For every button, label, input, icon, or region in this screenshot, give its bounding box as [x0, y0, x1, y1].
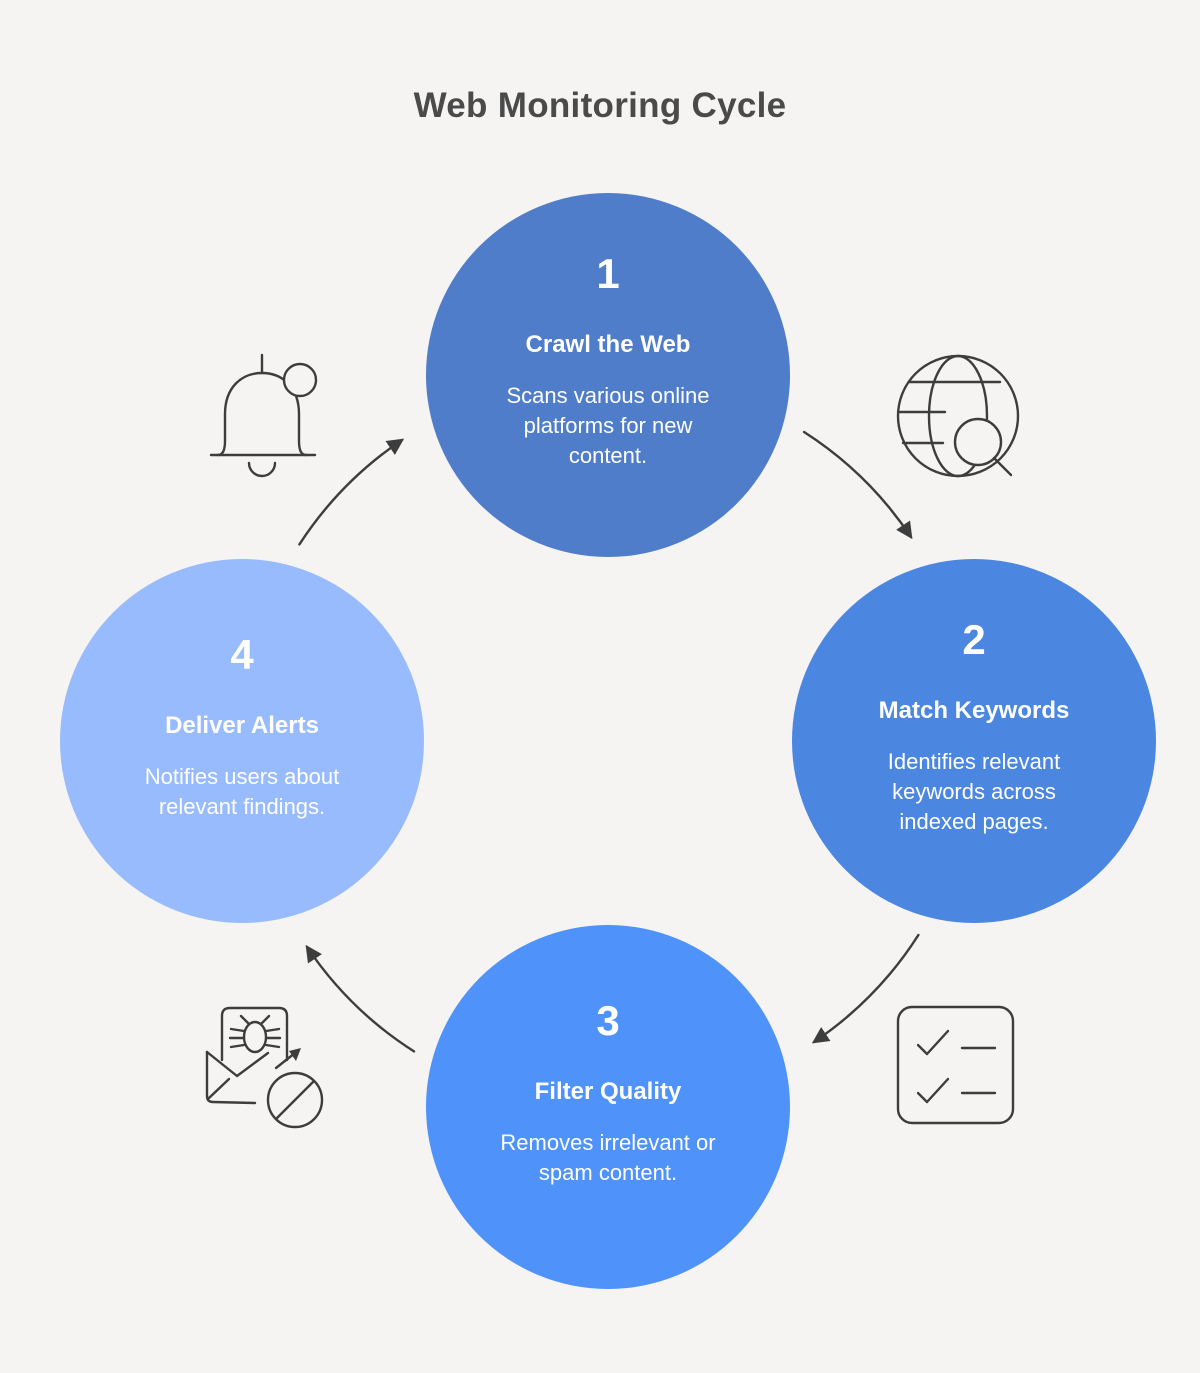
- step-description: Scans various online platforms for new c…: [506, 382, 710, 468]
- notification-bell-icon: [209, 353, 318, 478]
- step-description: Notifies users about relevant findings.: [144, 763, 340, 819]
- step-description: Removes irrelevant or spam content.: [500, 1129, 716, 1185]
- step-title: Match Keywords: [878, 696, 1070, 724]
- checklist-icon: [896, 1005, 1015, 1125]
- page-title: Web Monitoring Cycle: [413, 86, 787, 125]
- step-number: 2: [962, 615, 986, 663]
- step-number: 1: [596, 249, 620, 297]
- step-number: 4: [230, 630, 254, 678]
- step-number: 3: [596, 996, 620, 1044]
- spam-email-blocked-icon: [205, 1006, 324, 1129]
- arrow-step1-to-step2: [802, 430, 913, 540]
- arrow-step3-to-step4: [305, 944, 416, 1053]
- arrow-step2-to-step3: [811, 933, 920, 1044]
- step-2-circle: 2 Match Keywords Identifies relevant key…: [792, 559, 1156, 923]
- arrow-step4-to-step1: [298, 438, 405, 546]
- step-title: Crawl the Web: [525, 330, 691, 358]
- step-4-circle: 4 Deliver Alerts Notifies users about re…: [60, 559, 424, 923]
- step-3-circle: 3 Filter Quality Removes irrelevant or s…: [426, 925, 790, 1289]
- step-title: Deliver Alerts: [165, 711, 319, 739]
- step-1-circle: 1 Crawl the Web Scans various online pla…: [426, 193, 790, 557]
- step-description: Identifies relevant keywords across inde…: [887, 748, 1061, 834]
- step-title: Filter Quality: [534, 1077, 682, 1105]
- globe-search-icon: [896, 354, 1020, 478]
